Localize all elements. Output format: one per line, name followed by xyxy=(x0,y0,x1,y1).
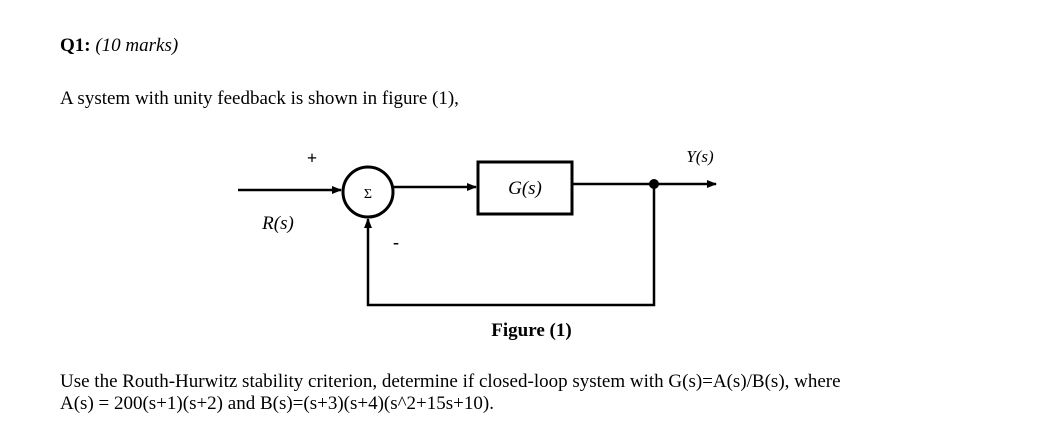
intro-text: A system with unity feedback is shown in… xyxy=(60,88,459,109)
question-number: Q1: xyxy=(60,35,91,56)
figure-caption: Figure (1) xyxy=(491,320,572,341)
plus-sign: + xyxy=(307,148,317,168)
transfer-block xyxy=(476,160,574,216)
problem-statement: Use the Routh-Hurwitz stability criterio… xyxy=(60,371,1050,415)
block-label: G(s) xyxy=(508,178,542,199)
input-label: R(s) xyxy=(261,213,294,234)
sum-symbol: Σ xyxy=(364,187,372,202)
problem-line-2: A(s) = 200(s+1)(s+2) and B(s)=(s+3)(s+4)… xyxy=(60,393,494,414)
feedback-path xyxy=(364,184,656,307)
question-header: Q1: (10 marks) xyxy=(60,35,178,57)
output-label: Y(s) xyxy=(686,147,714,166)
problem-line-1: Use the Routh-Hurwitz stability criterio… xyxy=(60,371,841,392)
minus-sign: - xyxy=(393,232,399,252)
summing-junction xyxy=(341,165,395,219)
question-marks: (10 marks) xyxy=(95,35,179,56)
